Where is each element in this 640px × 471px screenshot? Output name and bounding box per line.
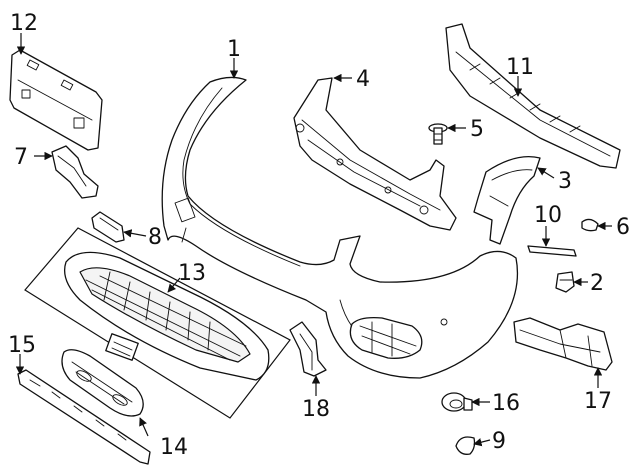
callout-15: 15	[8, 333, 36, 358]
part-14-grille-insert	[61, 349, 144, 417]
callout-7: 7	[14, 145, 28, 170]
part-5-bolt	[428, 123, 448, 145]
part-6-clip	[581, 218, 599, 232]
callout-13: 13	[178, 261, 206, 286]
callout-5: 5	[470, 117, 484, 142]
callout-14: 14	[160, 435, 188, 460]
part-2-fastener	[555, 271, 575, 293]
part-3-side-bracket	[473, 155, 541, 245]
callout-17: 17	[584, 389, 612, 414]
part-13-grille	[63, 251, 270, 381]
callout-16: 16	[492, 391, 520, 416]
leader-lines	[15, 33, 612, 447]
callout-6: 6	[616, 215, 630, 240]
part-9-cap	[455, 436, 476, 455]
callout-12: 12	[10, 11, 38, 36]
callout-1: 1	[227, 37, 241, 62]
callout-10: 10	[534, 203, 562, 228]
callout-9: 9	[492, 429, 506, 454]
callout-4: 4	[356, 67, 370, 92]
callout-labels: 12 7 8 1 4 5 11 3 10 6 2 13 14 15 16 17 …	[8, 11, 630, 460]
callout-2: 2	[590, 271, 604, 296]
part-7-bracket	[51, 145, 99, 199]
callout-3: 3	[558, 169, 572, 194]
callout-18: 18	[302, 397, 330, 422]
part-18-bracket	[289, 321, 327, 377]
part-1-bumper-cover	[161, 76, 519, 379]
part-16-sensor	[441, 392, 473, 412]
part-10-strip	[527, 245, 577, 257]
part-17-bracket	[513, 317, 613, 371]
part-11-reinforcement	[445, 23, 621, 169]
part-8-clip	[91, 211, 125, 243]
callout-11: 11	[506, 55, 534, 80]
callout-8: 8	[148, 225, 162, 250]
part-12-plate-bracket	[9, 49, 103, 151]
part-15-lower-trim	[17, 369, 151, 465]
part-4-carrier	[293, 77, 457, 231]
